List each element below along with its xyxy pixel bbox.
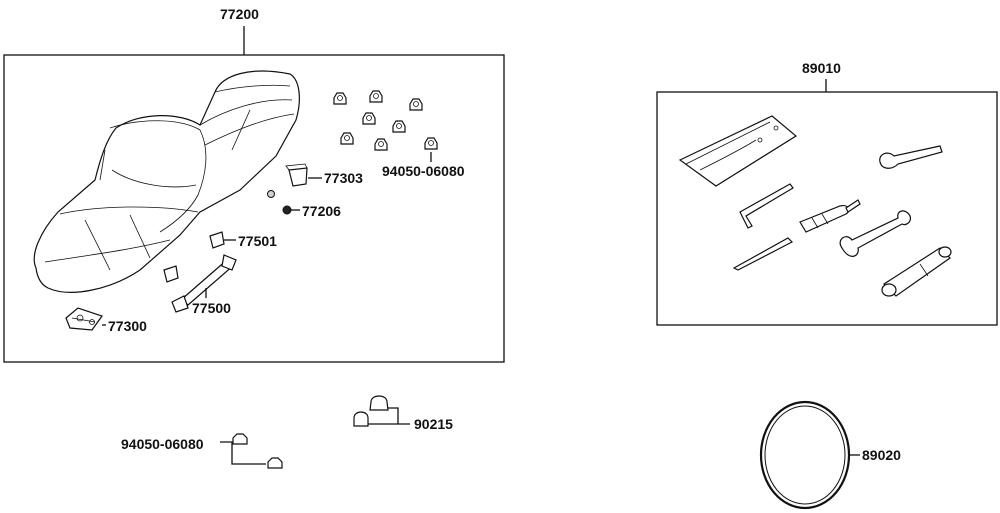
label-seat-lock: 77300: [108, 318, 147, 334]
bracket-drawing: [285, 163, 308, 187]
label-nut-set-bottom: 94050-06080: [121, 436, 204, 452]
label-hinge-clip: 77501: [238, 233, 277, 249]
label-washer-nut: 77206: [302, 203, 341, 219]
label-belt: 89020: [862, 447, 901, 463]
hinge-clip-drawing: [163, 231, 225, 283]
label-seat-hinge: 77500: [192, 300, 231, 316]
leader-nut-pair: [388, 407, 410, 425]
toolkit-group-box: [656, 91, 998, 326]
nut-cluster: [333, 90, 438, 151]
seat-group-box: [3, 54, 505, 363]
label-nut-set-top: 94050-06080: [382, 163, 465, 179]
label-toolkit-assembly: 89010: [802, 60, 841, 76]
label-nut-pair: 90215: [414, 416, 453, 432]
seat-drawing: [33, 70, 300, 293]
label-seat-assembly: 77200: [220, 6, 259, 22]
label-bracket: 77303: [324, 170, 363, 186]
nut-pair-drawing: [353, 395, 389, 427]
toolkit-drawing: [678, 115, 952, 297]
nut-set-bottom-drawing: [232, 433, 283, 469]
seat-hinge-drawing: [171, 254, 237, 313]
belt-drawing: [759, 400, 851, 510]
leader-nut-set-bottom: [220, 441, 266, 465]
seat-lock-drawing: [65, 307, 103, 331]
washer-nut-drawing: [267, 190, 292, 215]
